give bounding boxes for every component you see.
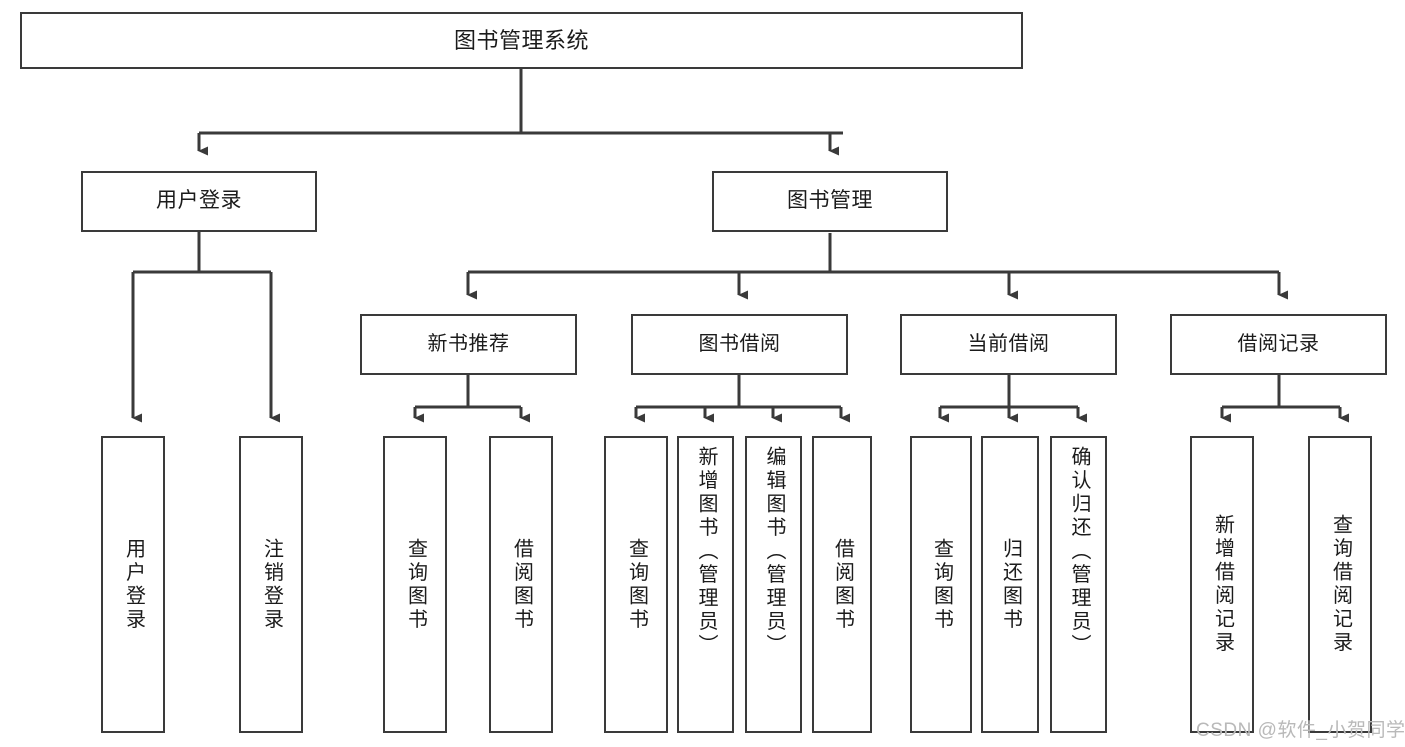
- node-leaf-logout-login-label: 注销登录: [260, 537, 283, 632]
- node-leaf-query-book-2-label: 查询图书: [625, 537, 648, 632]
- node-book-borrow[interactable]: 图书借阅: [631, 314, 848, 375]
- node-leaf-query-book-3-label: 查询图书: [930, 537, 953, 632]
- node-leaf-confirm-return-label: 确认归还（管理员）: [1068, 446, 1090, 658]
- node-leaf-confirm-return[interactable]: 确认归还（管理员）: [1050, 436, 1107, 733]
- node-leaf-borrow-book-1[interactable]: 借阅图书: [489, 436, 553, 733]
- node-leaf-return-book[interactable]: 归还图书: [981, 436, 1039, 733]
- node-book-manage[interactable]: 图书管理: [712, 171, 948, 232]
- node-borrow-record-label: 借阅记录: [1237, 333, 1320, 355]
- node-leaf-query-record[interactable]: 查询借阅记录: [1308, 436, 1372, 733]
- node-leaf-logout-login[interactable]: 注销登录: [239, 436, 303, 733]
- node-book-manage-label: 图书管理: [787, 189, 873, 213]
- node-leaf-borrow-book-2-label: 借阅图书: [831, 537, 854, 632]
- node-new-book-recommend[interactable]: 新书推荐: [360, 314, 577, 375]
- node-leaf-add-book-label: 新增图书（管理员）: [695, 446, 717, 658]
- node-root-label: 图书管理系统: [453, 27, 589, 53]
- node-book-borrow-label: 图书借阅: [698, 333, 781, 355]
- node-leaf-query-book-3[interactable]: 查询图书: [910, 436, 972, 733]
- node-leaf-query-book-1[interactable]: 查询图书: [383, 436, 447, 733]
- node-leaf-user-login-label: 用户登录: [122, 537, 145, 632]
- node-root[interactable]: 图书管理系统: [20, 12, 1023, 69]
- node-leaf-add-book[interactable]: 新增图书（管理员）: [677, 436, 734, 733]
- node-leaf-add-record[interactable]: 新增借阅记录: [1190, 436, 1254, 733]
- node-current-borrow-label: 当前借阅: [967, 333, 1050, 355]
- node-leaf-user-login[interactable]: 用户登录: [101, 436, 165, 733]
- node-user-login[interactable]: 用户登录: [81, 171, 317, 232]
- node-leaf-return-book-label: 归还图书: [999, 537, 1022, 632]
- node-leaf-borrow-book-1-label: 借阅图书: [510, 537, 533, 632]
- node-user-login-label: 用户登录: [156, 189, 242, 213]
- node-leaf-borrow-book-2[interactable]: 借阅图书: [812, 436, 872, 733]
- node-leaf-edit-book[interactable]: 编辑图书（管理员）: [745, 436, 802, 733]
- node-new-book-recommend-label: 新书推荐: [427, 333, 510, 355]
- node-borrow-record[interactable]: 借阅记录: [1170, 314, 1387, 375]
- node-leaf-edit-book-label: 编辑图书（管理员）: [763, 446, 785, 658]
- node-leaf-query-record-label: 查询借阅记录: [1329, 514, 1352, 655]
- node-leaf-add-record-label: 新增借阅记录: [1211, 514, 1234, 655]
- node-leaf-query-book-1-label: 查询图书: [404, 537, 427, 632]
- node-current-borrow[interactable]: 当前借阅: [900, 314, 1117, 375]
- node-leaf-query-book-2[interactable]: 查询图书: [604, 436, 668, 733]
